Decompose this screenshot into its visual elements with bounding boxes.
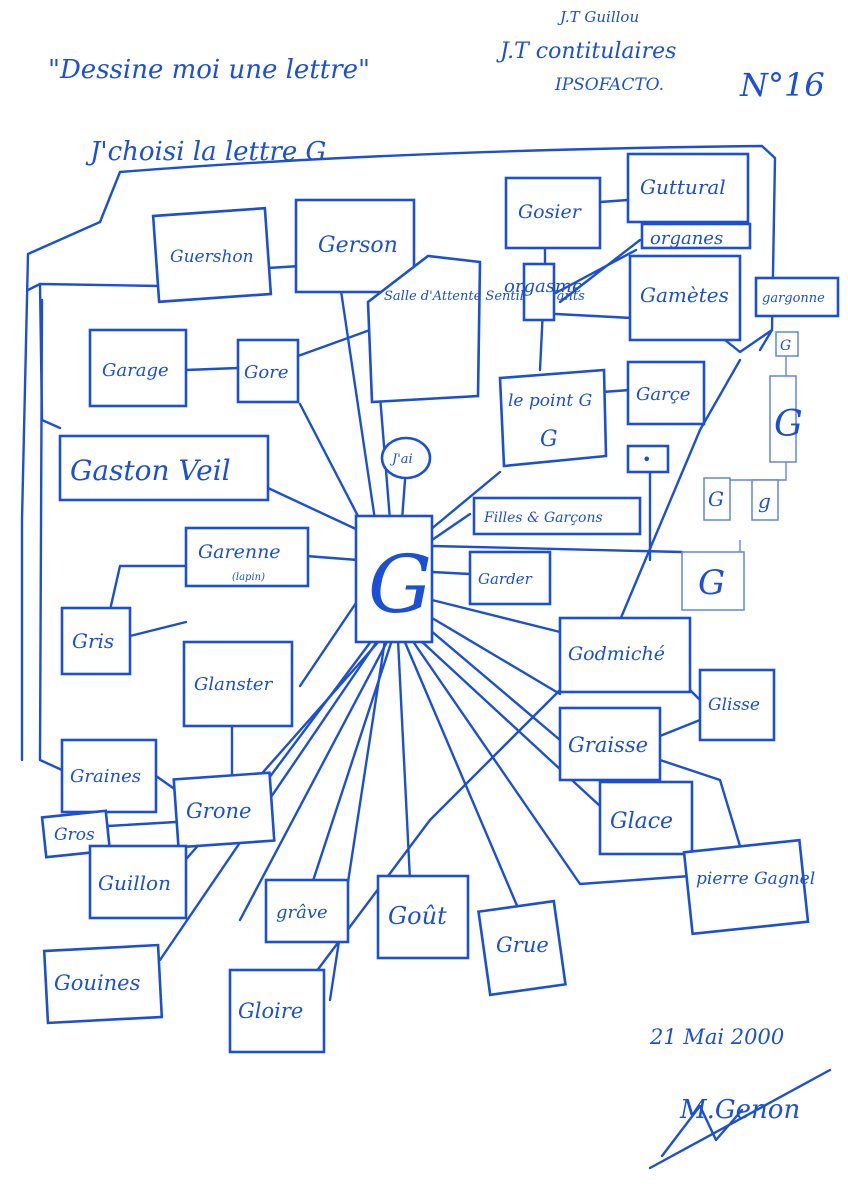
center-node: G — [354, 514, 434, 644]
node-label: J'ai — [389, 452, 413, 467]
center-label: G — [368, 538, 432, 631]
node-garce: Garçe — [626, 360, 706, 426]
node-label: Grone — [186, 799, 251, 823]
node-garenne: Garenne (lapin) — [184, 526, 310, 588]
node-label: Gosier — [518, 201, 583, 223]
node-label: Grue — [496, 933, 549, 957]
node-gout: Goût — [376, 874, 470, 960]
node-label: Glisse — [708, 695, 760, 715]
point-g-letter: G — [540, 427, 558, 452]
node-label: Gros — [54, 825, 95, 845]
node-filles: Filles & Garçons — [472, 496, 642, 536]
node-graisse: Graisse — [558, 706, 662, 782]
node-point-g: le point G G — [498, 368, 608, 468]
node-garage: Garage — [88, 328, 188, 408]
node-gris: Gris — [60, 606, 132, 676]
node-label: Graines — [70, 766, 141, 787]
node-label: Goût — [388, 902, 447, 930]
node-glanster: Glanster — [182, 640, 294, 728]
node-label: Gouines — [54, 971, 141, 995]
signature: M.Genon — [648, 1068, 832, 1170]
node-label: Graisse — [568, 733, 648, 757]
node-label: gargonne — [762, 291, 825, 306]
node-grue: Grue — [477, 899, 567, 997]
node-label: Glanster — [194, 674, 274, 695]
node-graines: Graines — [60, 738, 158, 814]
node-gametes: Gamètes — [628, 254, 742, 342]
node-label: Guershon — [170, 247, 254, 267]
node-garder: Garder — [468, 550, 552, 606]
node-label: Gloire — [238, 999, 303, 1023]
connector-lines — [20, 144, 787, 1002]
node-godmiche: Godmiché — [558, 616, 692, 694]
node-gouines: Gouines — [42, 943, 164, 1025]
author-note: J.T Guillou — [557, 8, 639, 26]
node-label: Gerson — [318, 233, 398, 258]
node-label: Godmiché — [568, 643, 665, 665]
node-label: Gamètes — [640, 283, 729, 307]
node-sublabel: (lapin) — [232, 572, 265, 583]
node-label: Garenne — [198, 541, 281, 563]
node-label: organes — [650, 228, 723, 249]
glyph-g-big: G — [698, 563, 725, 603]
node-label: grâve — [276, 902, 328, 923]
node-gerson: Gerson — [294, 198, 416, 294]
glyph-g-cap: G — [708, 487, 724, 511]
glyph-g-round: G — [780, 338, 791, 354]
glyph-g-small: g — [758, 489, 771, 513]
glyph-column: G G G g G — [681, 331, 803, 611]
node-label: Gore — [244, 362, 288, 383]
node-gueshon: Guershon — [151, 206, 273, 304]
author: J.T contitulaires — [496, 39, 676, 64]
node-label: orgasme — [504, 276, 583, 297]
node-label: Guillon — [98, 871, 171, 895]
node-dot: • — [626, 444, 670, 474]
node-label: Filles & Garçons — [483, 510, 603, 526]
node-gosier: Gosier — [504, 176, 602, 250]
node-jai: J'ai — [380, 436, 432, 480]
sheet-number: N°16 — [739, 66, 825, 104]
node-label: Garder — [478, 570, 533, 588]
node-label: Gris — [72, 629, 114, 653]
node-label: Garage — [102, 360, 169, 381]
node-gore: Gore — [236, 338, 300, 404]
node-guttural: Guttural — [626, 152, 750, 224]
node-pierre: pierre Gagnel — [682, 838, 815, 936]
node-glisse: Glisse — [698, 668, 776, 742]
title: "Dessine moi une lettre" — [48, 55, 370, 85]
node-label: le point G — [508, 391, 592, 411]
node-gargonne: gargonne — [754, 276, 840, 318]
node-grone: Grone — [172, 771, 276, 849]
subtitle: J'choisi la lettre G — [85, 137, 326, 167]
glyph-g-cursive: G — [774, 404, 803, 445]
node-glace: Glace — [598, 780, 694, 856]
node-label: • — [642, 450, 651, 469]
node-organes: organes — [640, 222, 752, 250]
node-guillon: Guillon — [88, 844, 188, 920]
node-orgasme: orgasme — [504, 262, 583, 322]
node-label: Garçe — [636, 384, 690, 405]
node-label: Glace — [610, 809, 673, 834]
ipso-facto: IPSOFACTO. — [554, 75, 664, 95]
date: 21 Mai 2000 — [649, 1025, 784, 1049]
node-gaston: Gaston Veil — [58, 434, 270, 502]
node-label: Gaston Veil — [70, 454, 231, 487]
node-gloire: Gloire — [228, 968, 326, 1054]
node-label: Guttural — [640, 175, 726, 199]
node-label: pierre Gagnel — [696, 869, 815, 889]
node-grave: grâve — [264, 878, 350, 944]
